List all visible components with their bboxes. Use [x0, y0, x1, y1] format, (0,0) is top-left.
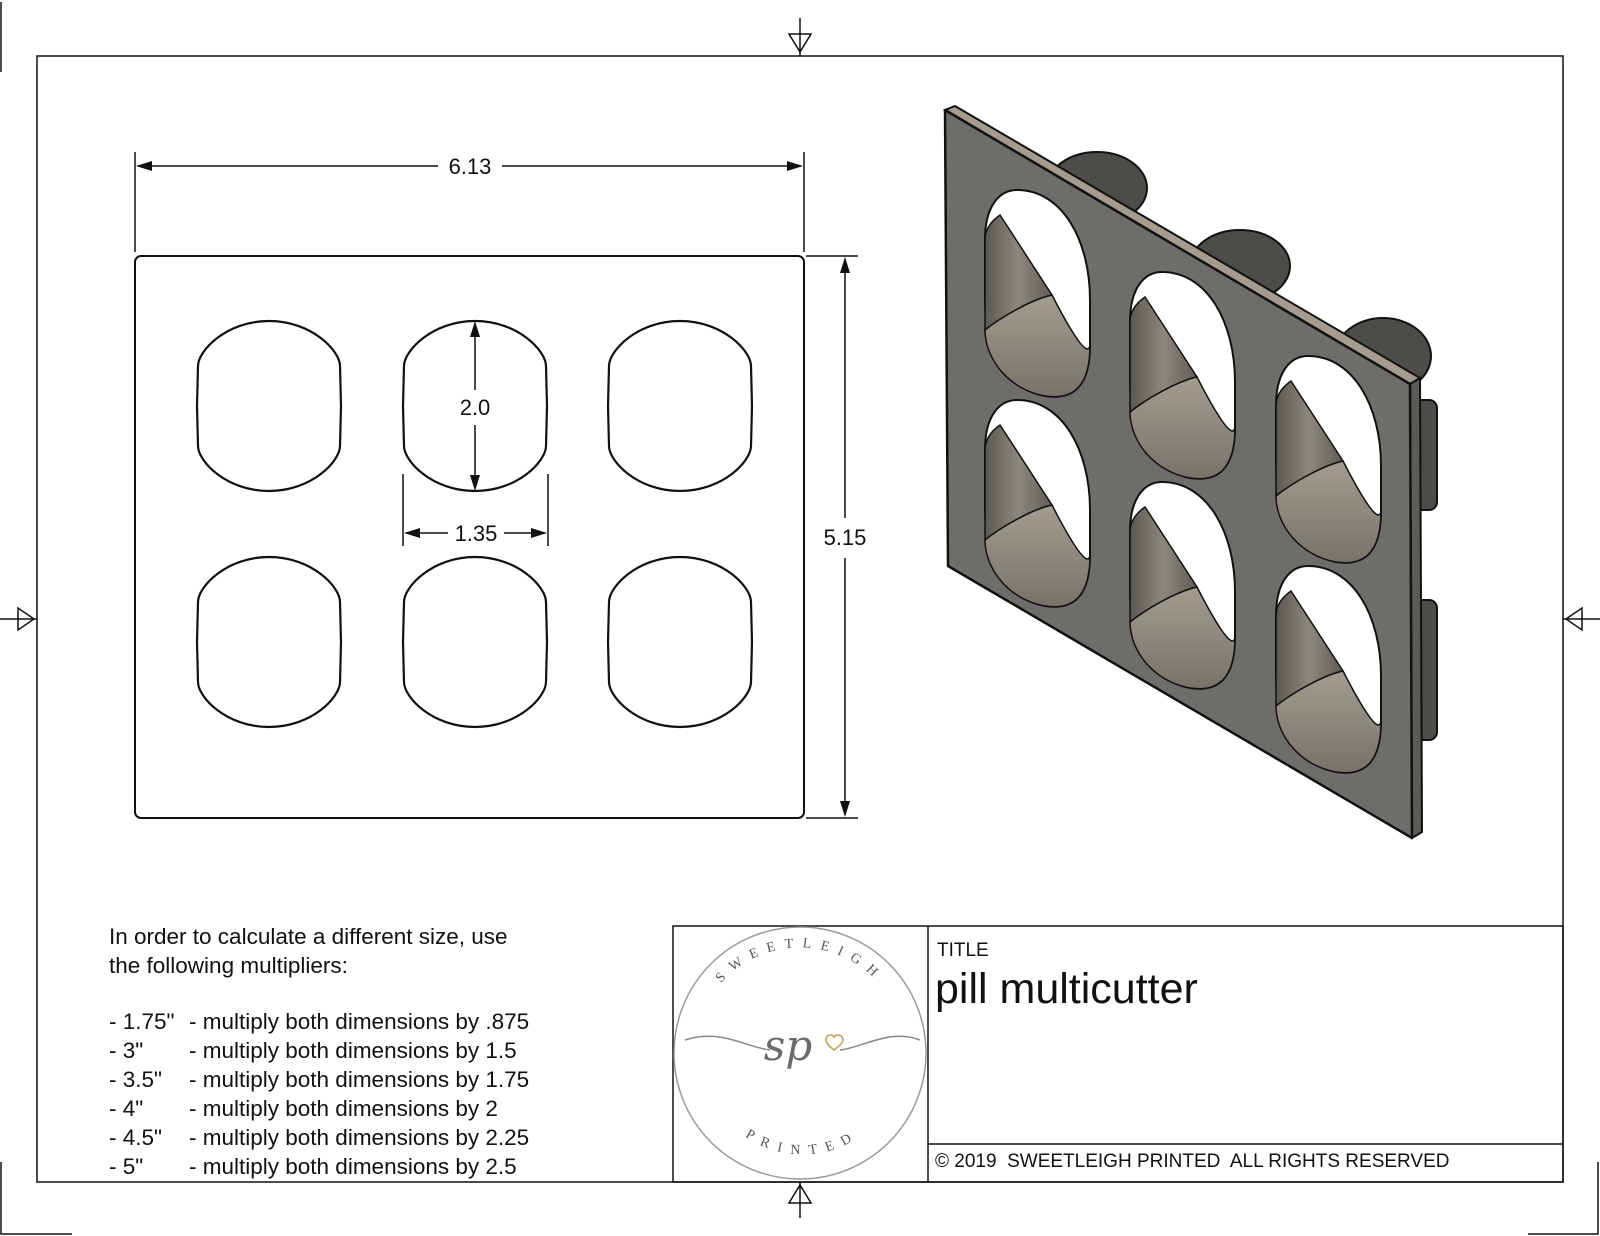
multiplier-row: - 3.5" - multiply both dimensions by 1.7…: [109, 1065, 529, 1094]
center-mark-left: [0, 606, 37, 632]
center-mark-bottom: [787, 1182, 813, 1218]
title-block: [672, 925, 1564, 1183]
logo-bottom-text: PRINTED: [743, 1127, 853, 1159]
pill-cavity-6: [606, 555, 754, 729]
iso-cavity-5: [1129, 480, 1236, 690]
iso-cavity-1: [984, 188, 1091, 398]
note-intro-line-2: the following multipliers:: [109, 953, 348, 978]
center-mark-top: [787, 18, 813, 56]
multiplier-row: - 4.5" - multiply both dimensions by 2.2…: [109, 1123, 529, 1152]
multiplier-list: - 1.75" - multiply both dimensions by .8…: [109, 1007, 529, 1181]
dimension-overall-width: 6.13: [134, 152, 805, 252]
center-mark-right: [1563, 606, 1600, 632]
iso-cavity-3: [1275, 354, 1382, 564]
title-label: TITLE: [937, 940, 989, 961]
multiplier-row: - 1.75" - multiply both dimensions by .8…: [109, 1007, 529, 1036]
multiplier-row: - 5" - multiply both dimensions by 2.5: [109, 1152, 529, 1181]
pill-cavity-3: [606, 319, 754, 493]
front-view: [134, 255, 805, 819]
heart-icon: [825, 1034, 844, 1052]
svg-text:SWEETLEIGH: SWEETLEIGH: [713, 936, 887, 986]
drawing-title: pill multicutter: [935, 965, 1198, 1013]
logo-monogram: sp: [764, 1021, 812, 1070]
cavity-width-label: 1.35: [455, 521, 498, 546]
multiplier-size: - 3.5": [109, 1067, 163, 1092]
multiplier-text: - multiply both dimensions by .875: [189, 1009, 530, 1034]
iso-cavity-6: [1275, 564, 1382, 774]
overall-height-label: 5.15: [824, 525, 867, 550]
multiplier-size: - 5": [109, 1154, 144, 1179]
multiplier-row: - 3" - multiply both dimensions by 1.5: [109, 1036, 529, 1065]
svg-text:PRINTED: PRINTED: [743, 1127, 862, 1159]
sweetleigh-logo: SWEETLEIGH PRINTED sp: [673, 926, 927, 1180]
logo-swash: [684, 1035, 921, 1051]
isometric-view: [942, 104, 1438, 840]
multiplier-text: - multiply both dimensions by 1.5: [189, 1038, 517, 1063]
pill-cavity-1: [195, 319, 343, 493]
pill-cavity-4: [195, 555, 343, 729]
multiplier-note: In order to calculate a different size, …: [109, 922, 529, 1181]
note-intro-line-1: In order to calculate a different size, …: [109, 924, 508, 949]
iso-cavity-4: [984, 398, 1091, 608]
multiplier-row: - 4" - multiply both dimensions by 2: [109, 1094, 529, 1123]
copyright-notice: © 2019 SWEETLEIGH PRINTED ALL RIGHTS RES…: [935, 1151, 1450, 1172]
overall-width-label: 6.13: [449, 154, 492, 179]
multiplier-size: - 4.5": [109, 1125, 163, 1150]
iso-cavity-2: [1129, 270, 1236, 480]
dimension-cavity-height: 2.0: [460, 321, 491, 491]
pill-cavity-5: [401, 555, 549, 729]
multiplier-text: - multiply both dimensions by 1.75: [189, 1067, 530, 1092]
logo-top-text: SWEETLEIGH: [713, 936, 878, 986]
multiplier-text: - multiply both dimensions by 2.25: [189, 1125, 530, 1150]
dimension-cavity-width: 1.35: [402, 474, 549, 546]
multiplier-size: - 1.75": [109, 1009, 175, 1034]
cavity-height-label: 2.0: [460, 395, 491, 420]
multiplier-text: - multiply both dimensions by 2: [189, 1096, 498, 1121]
dimension-overall-height: 5.15: [806, 255, 867, 819]
multiplier-size: - 4": [109, 1096, 144, 1121]
multiplier-text: - multiply both dimensions by 2.5: [189, 1154, 517, 1179]
multiplier-size: - 3": [109, 1038, 144, 1063]
